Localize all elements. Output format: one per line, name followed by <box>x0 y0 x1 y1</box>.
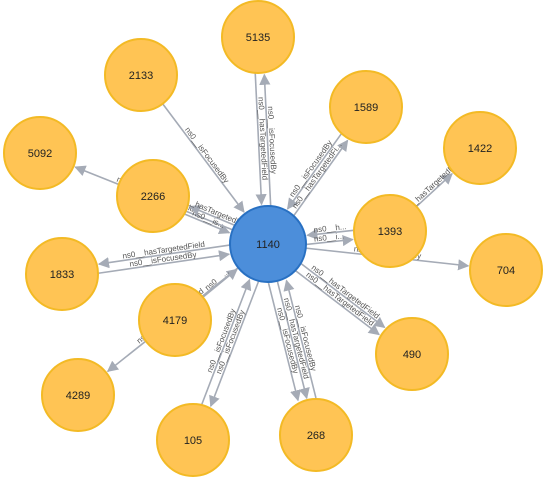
edge-label: ns0__hasTargetedField <box>304 270 376 328</box>
node-1393[interactable]: 1393 <box>353 194 427 268</box>
edge-label: ns0__hasTargetedField <box>310 263 382 321</box>
edge-1140-490[interactable] <box>294 270 380 336</box>
edge-1393-1140[interactable] <box>306 228 354 240</box>
node-2266[interactable]: 2266 <box>116 159 190 233</box>
node-circle[interactable] <box>229 205 307 283</box>
node-label: 1589 <box>354 102 378 114</box>
node-circle[interactable] <box>469 233 543 307</box>
node-1589[interactable]: 1589 <box>329 70 403 144</box>
node-circle[interactable] <box>116 159 190 233</box>
node-label: 5135 <box>246 32 270 44</box>
node-704[interactable]: 704 <box>469 233 543 307</box>
node-label: 1422 <box>468 143 492 155</box>
node-circle[interactable] <box>329 70 403 144</box>
node-circle[interactable] <box>25 237 99 311</box>
node-label: 1833 <box>50 269 74 281</box>
node-circle[interactable] <box>221 0 295 74</box>
node-label: 268 <box>307 430 325 442</box>
node-label: 105 <box>184 435 202 447</box>
node-1422[interactable]: 1422 <box>443 111 517 185</box>
node-4289[interactable]: 4289 <box>41 358 115 432</box>
node-490[interactable]: 490 <box>375 317 449 391</box>
edge-1140-5135[interactable] <box>259 73 272 206</box>
node-circle[interactable] <box>279 398 353 472</box>
node-circle[interactable] <box>156 403 230 477</box>
edge-1589-1140[interactable] <box>286 133 343 210</box>
node-label: 704 <box>497 265 515 277</box>
node-2133[interactable]: 2133 <box>104 38 178 112</box>
edge-105-1140[interactable] <box>200 278 252 406</box>
node-5135[interactable]: 5135 <box>221 0 295 74</box>
edge-1140-1589[interactable] <box>293 139 349 217</box>
node-circle[interactable] <box>375 317 449 391</box>
edge-label: ns0__... <box>203 267 231 292</box>
edge-1140-1833[interactable] <box>97 244 230 269</box>
edge-268-1140[interactable] <box>283 279 317 399</box>
node-105[interactable]: 105 <box>156 403 230 477</box>
edge-1140-268[interactable] <box>276 280 310 400</box>
edge-2133-1140[interactable] <box>161 103 245 213</box>
edge-2266-1140[interactable] <box>184 213 231 235</box>
node-label: 490 <box>403 349 421 361</box>
nodes-layer: 5135 2133 1589 1422 5092 2266 1393 1833 704 4179 4… <box>3 0 543 477</box>
edge-1140-490[interactable] <box>300 262 386 329</box>
node-label: 4289 <box>66 390 90 402</box>
node-1833[interactable]: 1833 <box>25 237 99 311</box>
edge-5135-1140[interactable] <box>254 73 267 206</box>
node-label: 1140 <box>256 239 280 251</box>
edge-1140-2266[interactable] <box>188 205 235 226</box>
edge-1140-268[interactable] <box>267 282 301 402</box>
node-1140[interactable]: 1140 <box>229 205 307 283</box>
node-circle[interactable] <box>3 116 77 190</box>
node-label: 1393 <box>378 226 402 238</box>
edge-1393-1422[interactable] <box>415 173 453 208</box>
edge-1833-1140[interactable] <box>98 250 231 275</box>
edge-1140-105[interactable] <box>209 280 260 408</box>
node-label: 4179 <box>163 315 187 327</box>
node-4179[interactable]: 4179 <box>138 283 212 357</box>
edge-label: ns0__h... <box>313 222 347 234</box>
node-circle[interactable] <box>443 111 517 185</box>
edge-label: ns0__i... <box>313 231 344 243</box>
node-circle[interactable] <box>353 194 427 268</box>
node-label: 2266 <box>141 191 165 203</box>
edge-label: ns0__isFocusedBy <box>266 106 278 174</box>
node-label: 5092 <box>28 148 52 160</box>
node-circle[interactable] <box>41 358 115 432</box>
node-5092[interactable]: 5092 <box>3 116 77 190</box>
node-268[interactable]: 268 <box>279 398 353 472</box>
node-circle[interactable] <box>104 38 178 112</box>
node-circle[interactable] <box>138 283 212 357</box>
edge-label: ns0__isFocusedBy <box>183 125 231 184</box>
edge-1140-1393[interactable] <box>306 235 354 247</box>
node-label: 2133 <box>129 70 153 82</box>
